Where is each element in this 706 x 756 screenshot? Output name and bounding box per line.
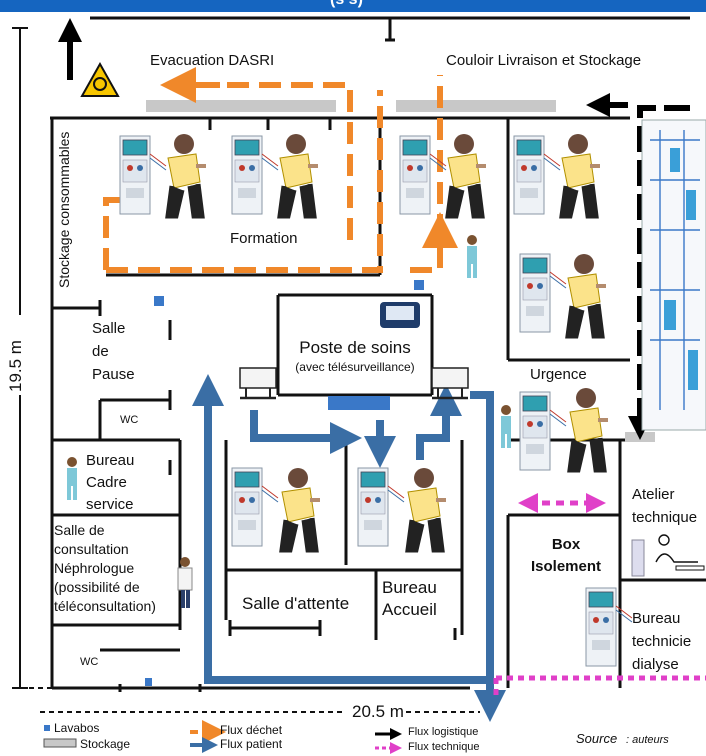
legend-flux-patient: Flux patient [220, 737, 283, 751]
legend-graphics [43, 720, 402, 754]
room-box-2: Isolement [530, 558, 602, 575]
room-bureau-cadre-3: service [86, 496, 134, 513]
legend-flux-technique: Flux technique [408, 741, 480, 753]
room-consultation-1: Salle de [54, 522, 105, 538]
monitoring-stations [238, 302, 470, 400]
lavabo-markers [145, 280, 424, 686]
logistics-flow [58, 18, 690, 440]
room-bureau-accueil-2: Accueil [382, 600, 437, 619]
dimension-lines [12, 27, 480, 713]
legend-source-value: : auteurs [626, 734, 669, 746]
room-bureau-tech-2: technicie [632, 633, 692, 650]
room-salle-attente: Salle d'attente [242, 594, 350, 613]
room-bureau-accueil-1: Bureau [382, 578, 437, 597]
room-consultation-5: téléconsultation) [54, 598, 156, 614]
technical-flow [493, 493, 706, 700]
room-bureau-cadre-2: Cadre [86, 474, 127, 491]
room-poste-soins: Poste de soins [299, 338, 411, 357]
room-urgence: Urgence [530, 366, 587, 383]
room-salle-pause-1: Salle [92, 320, 126, 337]
room-bureau-cadre-1: Bureau [86, 452, 135, 469]
staff-figures [67, 235, 705, 608]
room-poste-soins-sub: (avec télésurveillance) [295, 360, 415, 374]
technical-equipment-panel [641, 119, 706, 431]
room-stockage: Stockage consommables [56, 131, 72, 288]
room-box-1: Box [551, 536, 581, 553]
room-atelier-1: Atelier [632, 486, 675, 503]
legend-lavabos: Lavabos [54, 721, 100, 735]
legend-flux-logistique: Flux logistique [408, 726, 479, 738]
small-machine-icon [631, 539, 645, 577]
reception-counter [328, 396, 390, 410]
room-consultation-2: consultation [54, 541, 129, 557]
room-bureau-tech-3: dialyse [632, 656, 679, 673]
room-couloir: Couloir Livraison et Stockage [446, 52, 642, 69]
dimension-width: 20.5 m [352, 702, 404, 721]
header-title-fragment: (s s) [330, 0, 363, 9]
dimension-height: 19.5 m [6, 340, 25, 392]
room-bureau-tech-1: Bureau [632, 610, 681, 627]
room-wc-1: WC [120, 414, 139, 426]
room-atelier-2: technique [632, 509, 698, 526]
room-salle-pause-2: de [92, 343, 109, 360]
header-bar: (s s) [0, 0, 706, 12]
room-formation: Formation [230, 230, 298, 247]
room-wc-2: WC [80, 656, 99, 668]
patient-flow [204, 391, 494, 700]
room-evacuation-dasri: Evacuation DASRI [150, 52, 275, 69]
waste-flow [103, 75, 443, 273]
legend-stockage: Stockage [80, 737, 131, 751]
room-consultation-4: (possibilité de [54, 579, 140, 595]
room-salle-pause-3: Pause [92, 366, 135, 383]
room-consultation-3: Néphrologue [54, 560, 135, 576]
legend-source-label: Source [576, 731, 618, 746]
biohazard-icon [80, 61, 120, 97]
legend-flux-dechet: Flux déchet [220, 723, 283, 737]
